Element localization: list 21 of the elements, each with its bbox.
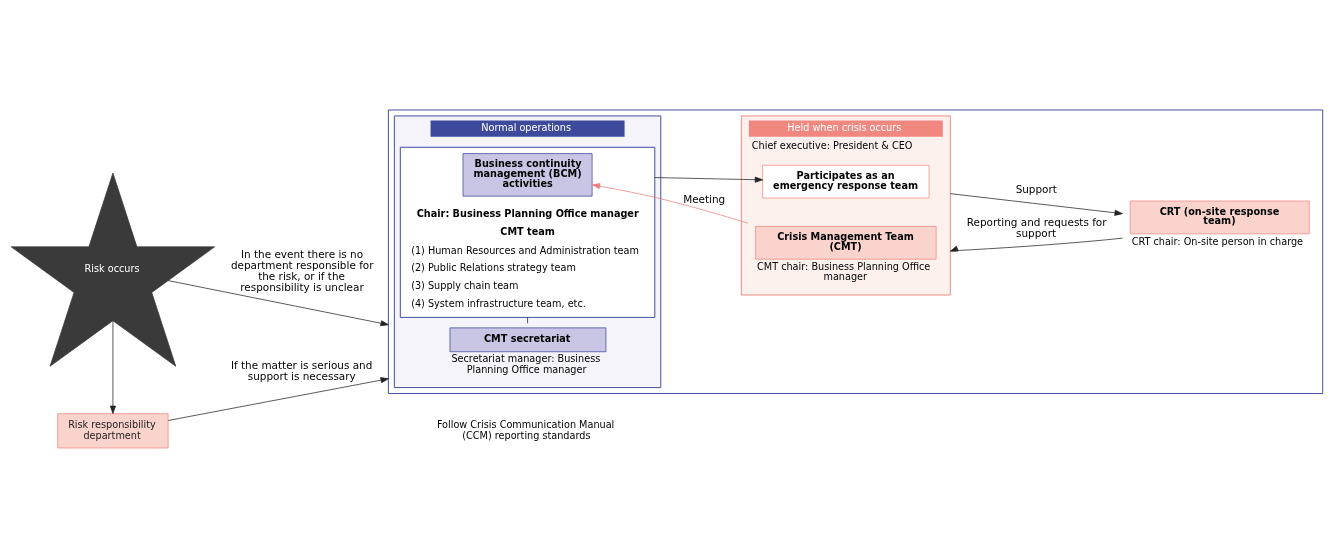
- node-label: CRT chair: On-site person in charge: [1131, 235, 1304, 247]
- arrow: [949, 193, 1123, 216]
- node-box: Participates as an emergency response team: [762, 164, 930, 199]
- edge-label: Support: [1015, 182, 1057, 195]
- arrow: [167, 377, 389, 421]
- edge-label: Meeting: [683, 192, 726, 205]
- label: Follow Crisis Communication Manual (CCM) reporting standards: [436, 419, 615, 441]
- connector: [527, 317, 528, 324]
- edge-label: Reporting and requests for support: [966, 215, 1107, 239]
- node-label: CMT chair: Business Planning Office manager: [757, 260, 931, 283]
- edge-label: In the event there is no department responsible for the risk, or if the responsibility is unclear: [230, 247, 374, 294]
- cluster: [387, 109, 1324, 395]
- node-label: Secretariat manager: Business Planning Office manager: [451, 353, 601, 375]
- arrow: [109, 320, 116, 414]
- arrow: [167, 280, 389, 327]
- arrow: [654, 176, 763, 183]
- arrow: [591, 183, 749, 224]
- node-box: Business continuity management (BCM) activities: [462, 153, 593, 197]
- node-box: Risk responsibility department: [57, 413, 169, 449]
- arrow: [949, 237, 1123, 252]
- edge-label: If the matter is serious and support is necessary: [230, 359, 373, 383]
